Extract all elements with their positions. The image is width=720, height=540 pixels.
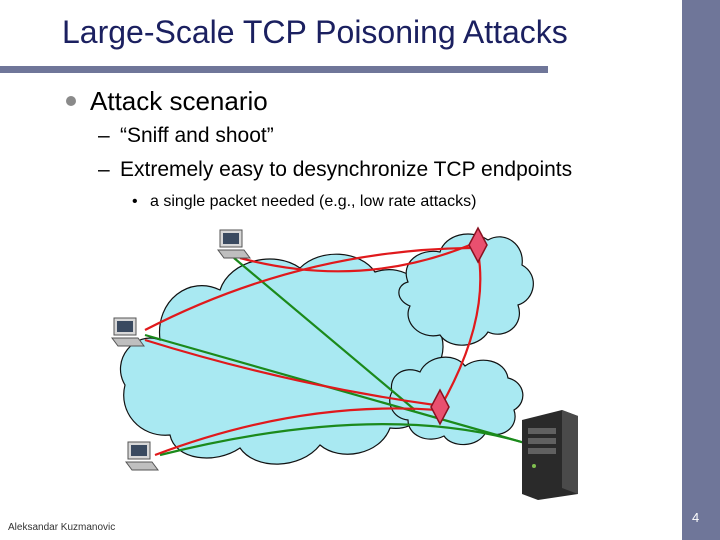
network-cloud-upper-right: [398, 233, 534, 346]
footer-author: Aleksandar Kuzmanovic: [8, 522, 116, 533]
attacker-diamond-icon: [468, 226, 488, 264]
bullet-icon: [66, 96, 76, 106]
sub-bullet-text: Extremely easy to desynchronize TCP endp…: [120, 158, 573, 181]
attack-lines: [144, 243, 482, 457]
attack-line: [144, 338, 436, 407]
network-cloud-large: [119, 253, 444, 465]
sub-sub-bullet: • a single packet needed (e.g., low rate …: [132, 193, 476, 211]
sidebar-band: [682, 0, 720, 540]
title-underline: [0, 66, 548, 73]
slide-title: Large-Scale TCP Poisoning Attacks: [62, 14, 568, 50]
dash-icon: –: [98, 158, 110, 181]
attack-line: [144, 246, 471, 331]
sub-bullet-desync: –Extremely easy to desynchronize TCP end…: [98, 158, 572, 182]
server-icon: [522, 410, 578, 500]
page-number: 4: [692, 510, 700, 525]
dash-icon: –: [98, 124, 110, 147]
sub-bullet-sniff: –“Sniff and shoot”: [98, 124, 274, 148]
traffic-line: [159, 423, 526, 457]
sub-bullet-text: “Sniff and shoot”: [120, 124, 274, 147]
dot-icon: •: [132, 193, 138, 210]
network-cloud-lower-right: [389, 356, 524, 446]
laptop-icon: [217, 229, 251, 259]
attack-line: [439, 251, 482, 409]
sub-sub-bullet-text: a single packet needed (e.g., low rate a…: [150, 193, 477, 210]
traffic-line: [233, 257, 416, 411]
attacker-diamond-icon: [430, 388, 450, 426]
laptop-icon: [111, 317, 145, 347]
attack-line: [239, 243, 471, 273]
bullet-attack-scenario: Attack scenario: [90, 86, 268, 116]
laptop-icon: [125, 441, 159, 471]
attack-line: [154, 407, 439, 457]
